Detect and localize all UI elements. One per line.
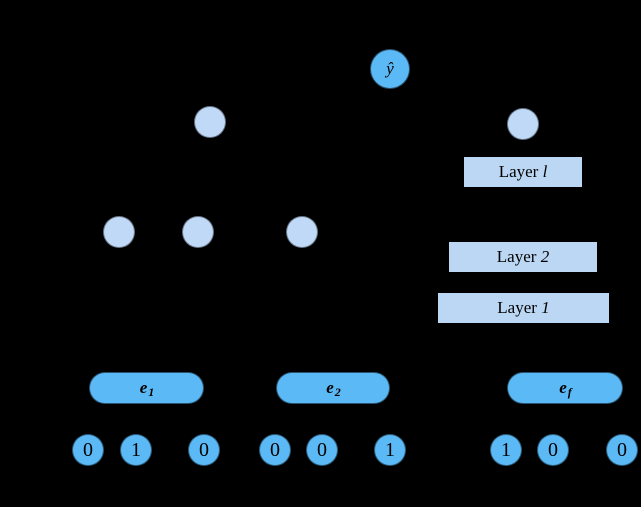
- input-bit: 0: [259, 434, 291, 466]
- layer-box-1: Layer 1: [437, 292, 610, 324]
- output-node-yhat: ŷ: [370, 49, 410, 89]
- layer-box-2: Layer 2: [448, 241, 598, 273]
- bit-value: 1: [501, 438, 511, 461]
- input-bit: 1: [490, 434, 522, 466]
- input-bit: 0: [72, 434, 104, 466]
- layer-index: 2: [540, 247, 550, 266]
- left-hidden-node-3: [286, 216, 318, 248]
- bit-value: 0: [199, 438, 209, 461]
- input-bit: 0: [306, 434, 338, 466]
- left-hidden-node-2: [182, 216, 214, 248]
- deep-output-node: [507, 108, 539, 140]
- bit-value: 0: [270, 438, 280, 461]
- yhat-label: ŷ: [386, 59, 394, 78]
- input-bit: 0: [606, 434, 638, 466]
- left-hidden-node-1: [103, 216, 135, 248]
- input-bit: 0: [537, 434, 569, 466]
- layer-index: 1: [541, 298, 550, 317]
- layer-index: l: [542, 162, 548, 181]
- layer-label: Layer: [497, 298, 542, 317]
- bit-value: 0: [83, 438, 93, 461]
- bit-value: 1: [131, 438, 141, 461]
- input-bit: 0: [188, 434, 220, 466]
- input-bit: 1: [374, 434, 406, 466]
- embedding-label: e: [326, 378, 334, 397]
- bit-value: 0: [617, 438, 627, 461]
- layer-label: Layer: [496, 247, 541, 266]
- bit-value: 1: [385, 438, 395, 461]
- input-bit: 1: [120, 434, 152, 466]
- embedding-label: e: [139, 378, 148, 397]
- bit-value: 0: [548, 438, 558, 461]
- layer-box-l: Layer l: [463, 156, 583, 188]
- embedding-label: e: [559, 378, 567, 397]
- bit-value: 0: [317, 438, 327, 461]
- left-output-node: [194, 106, 226, 138]
- layer-label: Layer: [498, 162, 543, 181]
